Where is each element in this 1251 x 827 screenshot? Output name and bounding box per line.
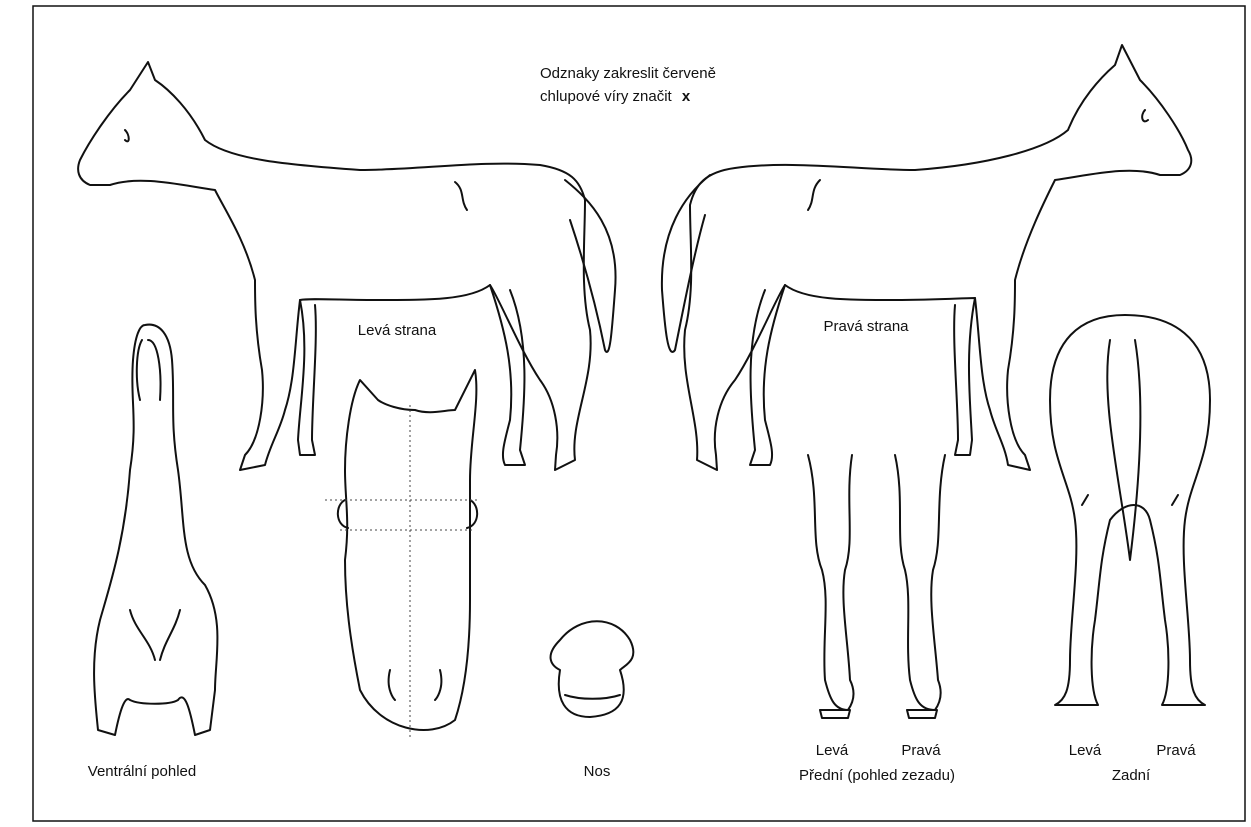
- instruction-line-2-text: chlupové víry značit: [540, 88, 672, 105]
- front-legs-outline: [808, 455, 945, 718]
- label-rear-left: Levá: [1069, 742, 1102, 759]
- head-front-view-outline: [338, 370, 477, 730]
- label-ventral-view: Ventrální pohled: [88, 763, 196, 780]
- label-rear-caption: Zadní: [1112, 767, 1150, 784]
- label-nose: Nos: [584, 763, 611, 780]
- label-front-left: Levá: [816, 742, 849, 759]
- label-front-right: Pravá: [901, 742, 940, 759]
- label-right-side: Pravá strana: [823, 318, 908, 335]
- label-rear-right: Pravá: [1156, 742, 1195, 759]
- instruction-line-2: chlupové víry značit x: [540, 88, 690, 105]
- instruction-marker: x: [682, 88, 690, 105]
- label-left-side: Levá strana: [358, 322, 436, 339]
- hind-legs-outline: [1050, 315, 1210, 705]
- ventral-view-outline: [94, 325, 217, 735]
- nose-outline: [551, 621, 634, 717]
- instruction-line-1: Odznaky zakreslit červeně: [540, 65, 716, 82]
- label-front-caption: Přední (pohled zezadu): [799, 767, 955, 784]
- horse-right-side-outline: [662, 45, 1191, 470]
- horse-left-side-outline: [78, 62, 615, 470]
